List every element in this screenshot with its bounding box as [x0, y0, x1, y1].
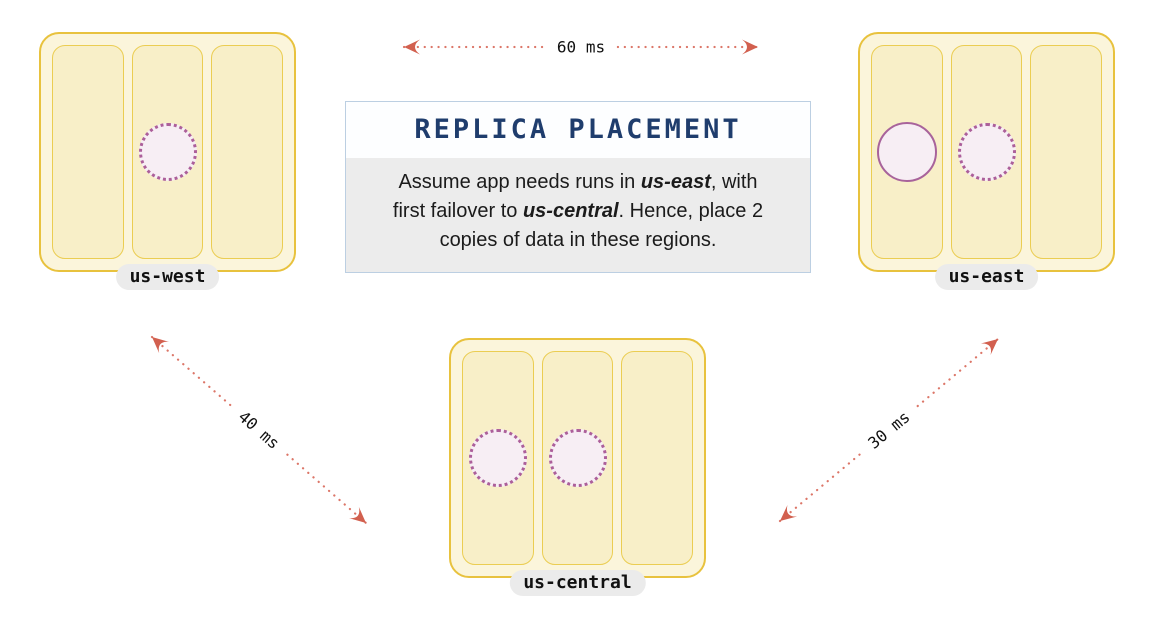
zone: [621, 351, 694, 565]
zone: [1030, 45, 1103, 259]
replica-dotted-circle: [957, 123, 1016, 181]
region-label-us-west: us-west: [115, 264, 220, 290]
latency-label-west-east: 60 ms: [546, 36, 616, 58]
zone: [52, 45, 124, 259]
replica-dotted-circle: [468, 429, 527, 487]
region-label-us-east: us-east: [934, 264, 1039, 290]
latency-label-west-central: 40 ms: [226, 399, 292, 461]
zone: [131, 45, 204, 259]
note-text: copies of data in these regions.: [439, 229, 717, 251]
note-text: . Hence, place 2: [618, 200, 764, 222]
info-box: REPLICA PLACEMENT Assume app needs runs …: [345, 101, 811, 273]
note-emphasis-us-central: us-central: [522, 200, 619, 222]
info-box-title: REPLICA PLACEMENT: [414, 114, 742, 145]
zone: [871, 45, 943, 259]
region-label-us-central: us-central: [509, 570, 646, 596]
latency-label-central-east: 30 ms: [856, 400, 922, 460]
note-text: first failover to: [392, 200, 523, 222]
info-box-body: Assume app needs runs in us-east, with f…: [346, 158, 810, 272]
info-body-line: first failover to us-central. Hence, pla…: [356, 197, 800, 226]
note-text: Assume app needs runs in: [398, 171, 641, 193]
info-box-header: REPLICA PLACEMENT: [346, 102, 810, 158]
replica-dotted-circle: [548, 429, 607, 487]
region-us-central: us-central: [449, 338, 706, 596]
region-us-east: us-east: [858, 32, 1115, 290]
info-body-line: Assume app needs runs in us-east, with: [356, 168, 800, 197]
info-body-line: copies of data in these regions.: [356, 226, 800, 255]
zone: [462, 351, 534, 565]
replica-dotted-circle: [138, 123, 197, 181]
note-text: , with: [710, 171, 758, 193]
zone: [541, 351, 614, 565]
zone: [211, 45, 284, 259]
replica-solid-circle: [876, 122, 937, 182]
region-us-west: us-west: [39, 32, 296, 290]
note-emphasis-us-east: us-east: [640, 171, 711, 193]
zone: [950, 45, 1023, 259]
